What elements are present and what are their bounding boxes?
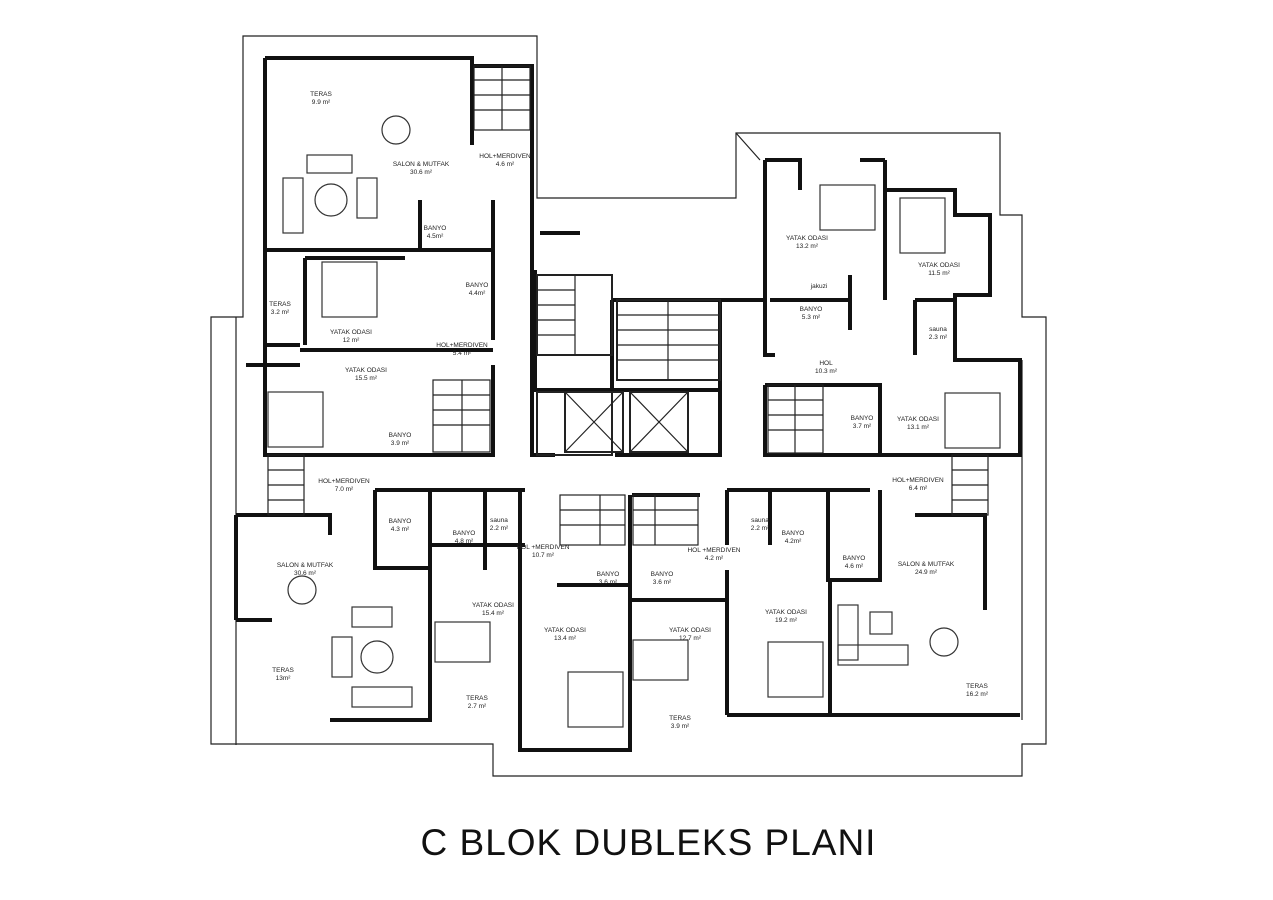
room-area: 13.4 m² — [554, 635, 577, 642]
unit-top-left-walls — [246, 56, 534, 457]
room-name: YATAK ODASI — [897, 416, 939, 423]
room-name: HOL+MERDIVEN — [892, 477, 944, 484]
room-area: 5.4 m² — [453, 350, 472, 357]
room-area: 2.2 m² — [490, 525, 509, 532]
room-name: SALON & MUTFAK — [393, 161, 450, 168]
room-area: 4.2m² — [785, 538, 802, 545]
room-area: 4.6 m² — [496, 161, 515, 168]
room-area: 30.6 m² — [410, 169, 433, 176]
room-name: TERAS — [269, 301, 291, 308]
room-area: 3.6 m² — [653, 579, 672, 586]
room-area: 9.9 m² — [312, 99, 331, 106]
unit-stairs — [267, 65, 989, 546]
room-name: SALON & MUTFAK — [898, 561, 955, 568]
room-name: sauna — [490, 517, 508, 524]
room-area: 10.7 m² — [532, 552, 555, 559]
room-area: 4.2 m² — [705, 555, 724, 562]
room-area: 5.3 m² — [802, 314, 821, 321]
room-name: HOL+MERDIVEN — [318, 478, 370, 485]
room-name: YATAK ODASI — [786, 235, 828, 242]
room-name: YATAK ODASI — [345, 367, 387, 374]
room-name: BANYO — [851, 415, 874, 422]
room-name: YATAK ODASI — [765, 609, 807, 616]
room-name: BANYO — [466, 282, 489, 289]
room-area: 13.1 m² — [907, 424, 930, 431]
room-area: 19.2 m² — [775, 617, 798, 624]
room-name: TERAS — [966, 683, 988, 690]
room-area: 3.7 m² — [853, 423, 872, 430]
site-outline — [210, 35, 1047, 777]
room-area: 12 m² — [343, 337, 360, 344]
room-name: HOL +MERDIVEN — [687, 547, 740, 554]
room-area: 3.9 m² — [671, 723, 690, 730]
room-area: 4.3 m² — [391, 526, 410, 533]
room-name: YATAK ODASI — [544, 627, 586, 634]
core-walls — [530, 200, 765, 457]
room-area: 4.5m² — [427, 233, 444, 240]
plan-title: C BLOK DUBLEKS PLANI — [420, 822, 877, 863]
room-area: 4.4m² — [469, 290, 486, 297]
room-area: 3.9 m² — [391, 440, 410, 447]
room-area: 30.6 m² — [294, 570, 317, 577]
room-area: 2.7 m² — [468, 703, 487, 710]
room-area: 12.7 m² — [679, 635, 702, 642]
room-area: 15.5 m² — [355, 375, 378, 382]
room-name: jakuzi — [810, 283, 828, 290]
room-area: 2.2 m² — [751, 525, 770, 532]
room-name: BANYO — [389, 518, 412, 525]
stair-core — [536, 274, 721, 456]
room-name: SALON & MUTFAK — [277, 562, 334, 569]
room-name: BANYO — [424, 225, 447, 232]
room-name: TERAS — [669, 715, 691, 722]
room-area: 13m² — [276, 675, 292, 682]
room-area: 13.2 m² — [796, 243, 819, 250]
room-name: BANYO — [800, 306, 823, 313]
room-area: 4.6 m² — [845, 563, 864, 570]
room-name: TERAS — [310, 91, 332, 98]
room-area: 15.4 m² — [482, 610, 505, 617]
room-area: 3.2 m² — [271, 309, 290, 316]
room-area: 24.9 m² — [915, 569, 938, 576]
furniture — [267, 115, 1001, 728]
room-area: 3.6 m² — [599, 579, 618, 586]
room-name: YATAK ODASI — [330, 329, 372, 336]
room-name: YATAK ODASI — [472, 602, 514, 609]
room-name: YATAK ODASI — [918, 262, 960, 269]
room-name: HOL+MERDIVEN — [479, 153, 531, 160]
room-name: BANYO — [843, 555, 866, 562]
room-name: BANYO — [389, 432, 412, 439]
room-name: HOL +MERDIVEN — [516, 544, 569, 551]
room-name: TERAS — [466, 695, 488, 702]
room-name: BANYO — [453, 530, 476, 537]
room-name: BANYO — [597, 571, 620, 578]
room-name: BANYO — [651, 571, 674, 578]
unit-bottom-right-walls — [632, 488, 1020, 717]
room-area: 2.3 m² — [929, 334, 948, 341]
room-name: HOL — [819, 360, 833, 367]
room-name: sauna — [929, 326, 947, 333]
room-area: 6.4 m² — [909, 485, 928, 492]
room-area: 7.0 m² — [335, 486, 354, 493]
room-name: HOL+MERDIVEN — [436, 342, 488, 349]
room-name: sauna — [751, 517, 769, 524]
room-area: 4.8 m² — [455, 538, 474, 545]
room-name: TERAS — [272, 667, 294, 674]
room-area: 10.3 m² — [815, 368, 838, 375]
unit-bottom-left-walls — [234, 488, 632, 752]
unit-top-right-walls — [763, 158, 1022, 457]
room-name: YATAK ODASI — [669, 627, 711, 634]
room-name: BANYO — [782, 530, 805, 537]
room-area: 11.5 m² — [928, 270, 950, 277]
room-area: 16.2 m² — [966, 691, 989, 698]
